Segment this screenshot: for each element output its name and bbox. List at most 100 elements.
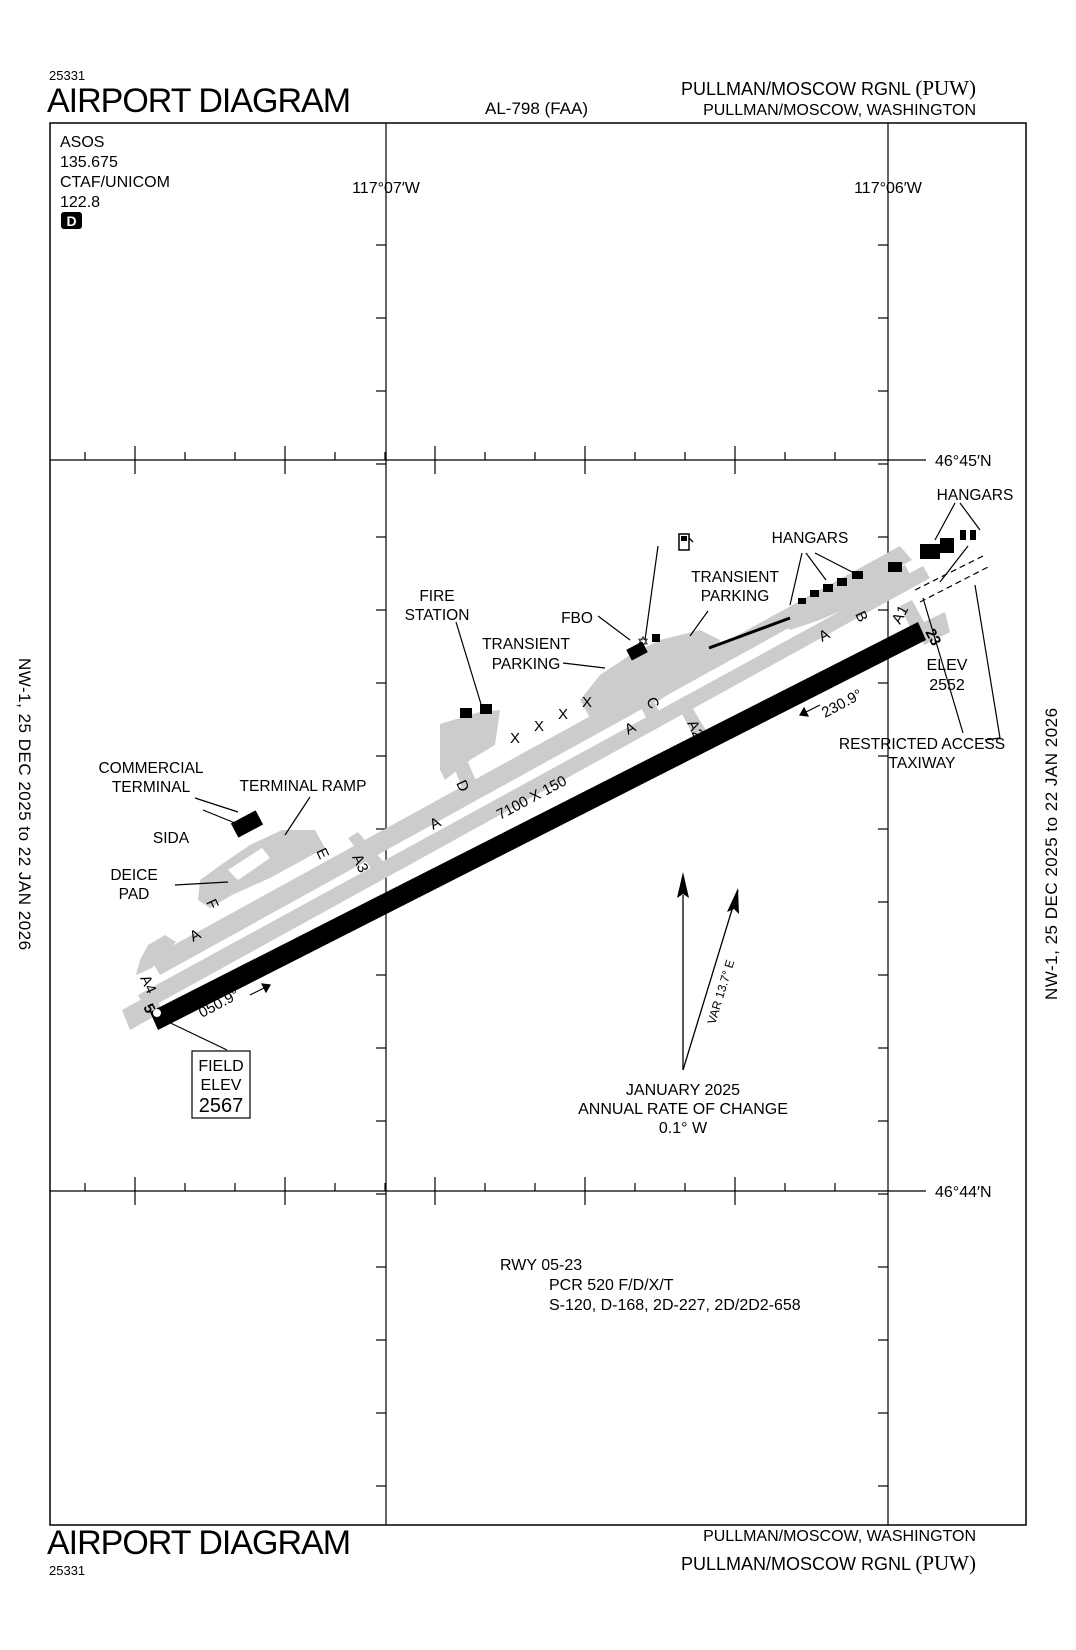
fbo-building [626, 641, 648, 661]
asos-label: ASOS [60, 134, 104, 151]
ctaf-frequency: 122.8 [60, 194, 100, 211]
airport-name-header: PULLMAN/MOSCOW RGNL (PUW) [681, 76, 976, 101]
terminal-ramp [198, 830, 325, 908]
hangar-large-1 [920, 544, 940, 559]
magnetic-north-line [682, 889, 739, 1071]
taxiway-a4-label: A4 [136, 973, 159, 997]
closed-x-4: X [582, 694, 592, 711]
taxiway-a1-label: A1 [889, 603, 913, 627]
restricted-access-taxiway [914, 545, 991, 603]
rwy-designation: RWY 05-23 [500, 1257, 582, 1274]
elev-ne-label: ELEV [927, 657, 968, 674]
taxiway-a3-label: A3 [348, 852, 371, 876]
leader-lines [159, 502, 1001, 1051]
asos-frequency: 135.675 [60, 154, 118, 171]
closed-x-3: X [558, 706, 568, 723]
taxiway-a3-connector [348, 832, 392, 880]
footer-airport-name: PULLMAN/MOSCOW RGNL (PUW) [681, 1551, 976, 1576]
taxiway-a-parallel [150, 546, 912, 975]
hangar-small-6 [888, 562, 902, 572]
taxiway-a2-label: A2 [683, 718, 706, 742]
footer-airport-code: (PUW) [915, 1551, 976, 1575]
rate-of-change-value: 0.1° W [659, 1120, 708, 1137]
hangar-large-2 [940, 538, 954, 553]
feature-labels: HANGARS HANGARS TRANSIENT PARKING FBO TR… [98, 487, 1013, 903]
fbo-building-2 [652, 634, 660, 642]
field-elev-label-1: FIELD [198, 1058, 243, 1075]
ne-hangar-apron [780, 565, 912, 630]
comms-info: ASOS 135.675 CTAF/UNICOM 122.8 D [60, 134, 170, 229]
closed-taxiway-marks: X X X X [510, 694, 592, 747]
variation-date: JANUARY 2025 [626, 1082, 740, 1099]
commercial-terminal-building [230, 810, 264, 838]
footer-title: AIRPORT DIAGRAM [47, 1524, 351, 1562]
hangar-small-3 [823, 584, 833, 592]
fbo-label: FBO [561, 610, 593, 627]
fbo-ramp [580, 630, 720, 718]
field-elev-label-2: ELEV [201, 1077, 242, 1094]
runway-5-threshold-marker [153, 1009, 161, 1017]
pcr-value: PCR 520 F/D/X/T [549, 1277, 674, 1294]
deice-pad-b: PAD [119, 886, 150, 903]
hangar-small-8 [970, 530, 976, 540]
taxiway-a1-connector [900, 600, 925, 631]
heading-arrows [249, 704, 821, 996]
ctaf-label: CTAF/UNICOM [60, 174, 170, 191]
field-elev-value: 2567 [199, 1095, 244, 1117]
closed-x-1: X [510, 730, 520, 747]
beacon-icon: ✡ [637, 634, 650, 651]
taxiway-d-connector [455, 762, 480, 798]
fire-station-ramp [440, 710, 500, 780]
lat-label-south: 46°44′N [935, 1184, 992, 1201]
transient-parking-1-a: TRANSIENT [691, 569, 779, 586]
runway-23-blast-pad [918, 612, 950, 645]
lat-label-north: 46°45′N [935, 453, 992, 470]
hangars-ne-label: HANGARS [937, 487, 1014, 504]
lon-label-east: 117°06′W [854, 180, 923, 197]
north-arrow [677, 872, 739, 1071]
commercial-terminal-a: COMMERCIAL [98, 760, 203, 777]
footer-location: PULLMAN/MOSCOW, WASHINGTON [703, 1528, 976, 1545]
fire-station-a: FIRE [419, 588, 454, 605]
runway-05-23 [150, 622, 926, 1030]
chart-title: AIRPORT DIAGRAM [47, 82, 351, 120]
runway-23-heading: 230.9° [819, 686, 865, 721]
closed-x-2: X [534, 718, 544, 735]
procedure-id: AL-798 (FAA) [485, 99, 588, 118]
transient-parking-1-b: PARKING [701, 588, 770, 605]
graticule [50, 123, 926, 1525]
rate-of-change-label: ANNUAL RATE OF CHANGE [578, 1101, 788, 1118]
runway-23-number: 23 [921, 626, 944, 649]
hangar-small-7 [960, 530, 966, 540]
restricted-access-a: RESTRICTED ACCESS [839, 736, 1005, 753]
true-north-icon [677, 872, 689, 898]
taxiway-a-pavement [138, 566, 930, 1010]
graticule-ticks [84, 244, 888, 1487]
terminal-ramp-label: TERMINAL RAMP [240, 778, 367, 795]
footer-airport-name-text: PULLMAN/MOSCOW RGNL [680, 1554, 911, 1574]
restricted-access-b: TAXIWAY [889, 755, 956, 772]
hangar-small-2 [810, 590, 819, 597]
pavement [122, 546, 950, 1030]
elev-ne-value: 2552 [929, 677, 965, 694]
airport-name: PULLMAN/MOSCOW RGNL [680, 79, 911, 99]
chart-number: 25331 [49, 68, 86, 83]
lon-label-west: 117°07′W [352, 180, 421, 197]
transient-parking-2-a: TRANSIENT [482, 636, 570, 653]
fire-station-building-1 [460, 708, 472, 718]
sida-label: SIDA [153, 830, 190, 847]
location-header: PULLMAN/MOSCOW, WASHINGTON [703, 102, 976, 119]
magnetic-variation: VAR 13.7° E [704, 958, 737, 1026]
strength-values: S-120, D-168, 2D-227, 2D/2D2-658 [549, 1297, 801, 1314]
transient-parking-2-b: PARKING [492, 656, 561, 673]
taxiway-a4-curve [136, 935, 176, 975]
deice-pad-a: DEICE [110, 867, 157, 884]
fuel-icon [678, 533, 694, 551]
taxiway-c-connector [640, 698, 665, 730]
airspace-d-badge [61, 212, 82, 229]
hangar-small-4 [837, 578, 847, 586]
airspace-d-letter: D [66, 213, 76, 229]
runway-5-blast-pad [122, 992, 162, 1030]
hangar-small-1 [798, 598, 806, 604]
